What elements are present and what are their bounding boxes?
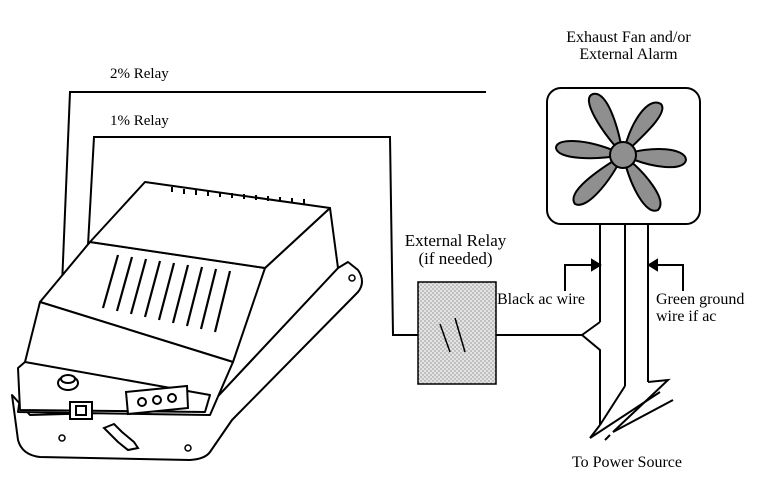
fan-label-line1: Exhaust Fan and/or xyxy=(566,29,691,46)
controller-knob xyxy=(57,374,79,391)
green-wire-callout xyxy=(647,258,684,291)
green-wire-label: Green ground wire if ac xyxy=(656,291,766,326)
fan-label-line2: External Alarm xyxy=(579,45,678,63)
relay-2pct-label: 2% Relay xyxy=(110,66,169,82)
relay-1pct-label: 1% Relay xyxy=(110,113,169,129)
controller-indicator-panel xyxy=(124,384,190,416)
controller-front-vents xyxy=(101,254,232,333)
relay-1pct-wire xyxy=(87,136,418,336)
relay-contact-lines xyxy=(439,317,466,353)
external-relay-label: External Relay (if needed) xyxy=(393,232,518,268)
fan-cable xyxy=(581,224,674,441)
controller-top-vents xyxy=(171,187,305,204)
controller-mount-holes xyxy=(58,274,356,452)
controller-cable-clip xyxy=(102,422,140,452)
external-relay-label-line1: External Relay xyxy=(404,231,507,250)
green-wire-label-line2: wire if ac xyxy=(656,307,717,325)
green-wire-label-line1: Green ground xyxy=(656,291,745,308)
external-relay-label-line2: (if needed) xyxy=(418,248,493,268)
fan-label: Exhaust Fan and/or External Alarm xyxy=(541,29,716,64)
controller-jack xyxy=(69,401,93,420)
exhaust-fan-icon xyxy=(554,92,688,212)
black-wire-label: Black ac wire xyxy=(497,291,585,308)
power-source-label: To Power Source xyxy=(572,454,682,471)
external-relay-box xyxy=(417,281,497,385)
black-wire-callout xyxy=(564,258,602,291)
relay-2pct-wire xyxy=(61,91,486,286)
